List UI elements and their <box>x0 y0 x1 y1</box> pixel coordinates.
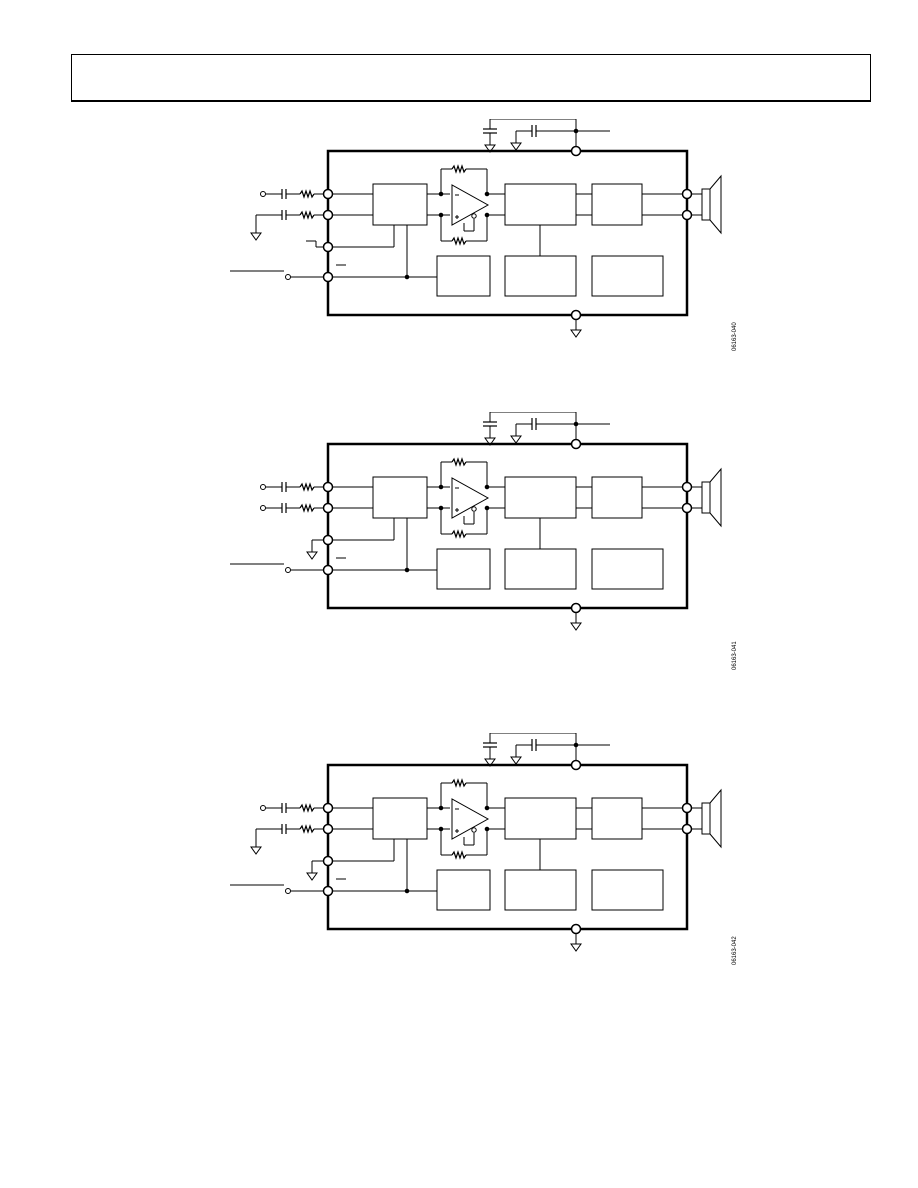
figure-3-input-b <box>250 823 323 881</box>
figure-2-input-b <box>260 502 323 560</box>
figure-1-ref: 06163-040 <box>732 322 738 351</box>
figure-3-schematic: 06163-042 <box>0 733 738 965</box>
figure-3: 06163-042 <box>0 733 918 1033</box>
figure-2: 06163-041 <box>0 412 918 712</box>
figure-2-schematic: 06163-041 <box>0 412 738 670</box>
figure-2-ref: 06163-041 <box>732 641 738 670</box>
figure-1-input-b <box>250 209 323 248</box>
figure-3-ref: 06163-042 <box>732 936 738 965</box>
figure-1: 06163-040 <box>0 119 918 419</box>
figure-1-schematic: 06163-040 <box>0 119 738 351</box>
page-header-box <box>71 54 871 102</box>
